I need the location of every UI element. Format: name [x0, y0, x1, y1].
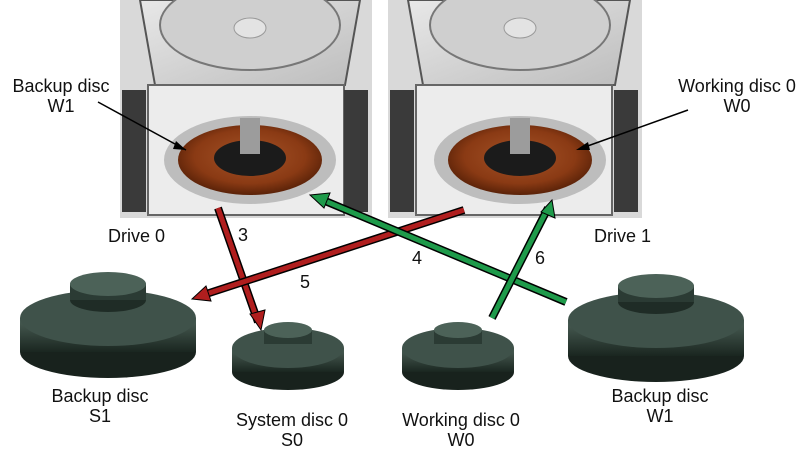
drive-0-photo: [120, 0, 372, 218]
label-working-disc-w0: Working disc 0 W0: [388, 410, 534, 450]
label-line-1: Backup disc: [40, 386, 160, 406]
label-working-disc-w0-mounted: Working disc 0 W0: [664, 76, 810, 116]
label-line-1: Working disc 0: [664, 76, 810, 96]
step-6-label: 6: [535, 248, 545, 269]
step-5-label: 5: [300, 272, 310, 293]
label-backup-disc-s1: Backup disc S1: [40, 386, 160, 426]
label-line-2: W1: [2, 96, 120, 116]
step-4-label: 4: [412, 248, 422, 269]
label-system-disc-s0: System disc 0 S0: [222, 410, 362, 450]
label-line-2: S1: [40, 406, 160, 426]
label-drive-1: Drive 1: [594, 226, 674, 246]
label-line-2: S0: [222, 430, 362, 450]
disc-pack-working-w0: [402, 322, 514, 390]
label-line-2: W1: [598, 406, 722, 426]
label-line-2: W0: [388, 430, 534, 450]
label-line-1: Backup disc: [2, 76, 120, 96]
label-backup-disc-w1-mounted: Backup disc W1: [2, 76, 120, 116]
label-line-1: Working disc 0: [388, 410, 534, 430]
label-line-1: Backup disc: [598, 386, 722, 406]
disc-pack-system-s0: [232, 322, 344, 390]
label-line-1: System disc 0: [222, 410, 362, 430]
disc-pack-backup-w1: [568, 274, 744, 382]
drive-1-photo: [388, 0, 642, 218]
disc-pack-backup-s1: [20, 272, 196, 378]
label-drive-0: Drive 0: [108, 226, 188, 246]
step-3-label: 3: [238, 225, 248, 246]
label-line-2: W0: [664, 96, 810, 116]
label-backup-disc-w1: Backup disc W1: [598, 386, 722, 426]
